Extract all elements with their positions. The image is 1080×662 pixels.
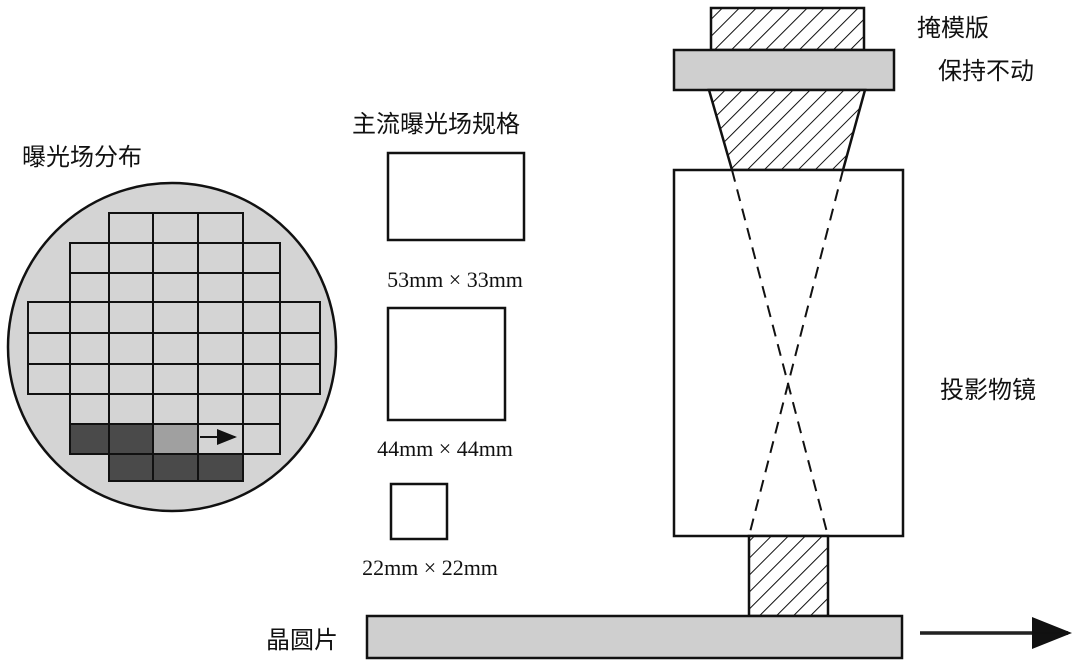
exposure-field-cell [69, 301, 110, 334]
exposed-field-cell [108, 423, 154, 455]
exposure-field-cell [279, 301, 321, 334]
exposure-field-cell [152, 301, 199, 334]
exposure-field-cell [242, 393, 281, 425]
mask-label: 掩模版 [917, 14, 989, 42]
field-distribution-label: 曝光场分布 [22, 143, 142, 171]
exposure-field-cell [69, 393, 110, 425]
exposure-field-cell [108, 212, 154, 244]
exposure-field-cell [108, 242, 154, 274]
exposure-field-cell [242, 332, 281, 365]
current-exposure-field [152, 423, 199, 455]
field-specs-label: 主流曝光场规格 [352, 110, 520, 138]
exposure-field-cell [197, 423, 244, 455]
exposure-field-cell [152, 242, 199, 274]
exposure-field-cell [69, 272, 110, 303]
exposure-field-cell [242, 301, 281, 334]
exposure-field-cell [242, 272, 281, 303]
exposure-field-cell [108, 332, 154, 365]
exposure-field-cell [197, 301, 244, 334]
exposed-field-cell [197, 453, 244, 482]
lens-label: 投影物镜 [940, 376, 1036, 404]
exposure-field-cell [152, 363, 199, 395]
exposed-field-cell [69, 423, 110, 455]
wafer-label: 晶圆片 [266, 626, 338, 654]
optical-path-ray-left [731, 169, 829, 537]
field-size-label-22x22: 22mm × 22mm [362, 555, 498, 580]
mask-stage [672, 48, 896, 92]
exposure-field-cell [242, 242, 281, 274]
wafer-stage [365, 614, 904, 660]
exposed-field-cell [152, 453, 199, 482]
mask-status-label: 保持不动 [938, 57, 1034, 85]
exposure-field-cell [108, 393, 154, 425]
optical-path-ray-right [748, 169, 844, 537]
exposure-field-cell [197, 332, 244, 365]
exposure-field-cell [27, 363, 71, 395]
exposure-beam [747, 534, 830, 618]
illumination-cone [707, 88, 867, 172]
exposure-field-cell [242, 363, 281, 395]
projection-lens [672, 168, 905, 538]
exposure-field-cell [279, 363, 321, 395]
exposure-field-cell [197, 393, 244, 425]
exposure-field-cell [197, 363, 244, 395]
exposure-field-cell [152, 332, 199, 365]
exposure-field-cell [152, 212, 199, 244]
exposure-field-cell [108, 272, 154, 303]
exposure-field-cell [69, 363, 110, 395]
exposure-field-cell [242, 423, 281, 455]
exposure-field-cell [27, 332, 71, 365]
exposure-field-cell [152, 393, 199, 425]
exposure-field-cell [27, 301, 71, 334]
field-size-box-22x22 [389, 482, 449, 541]
field-size-label-53x33: 53mm × 33mm [387, 267, 523, 292]
field-size-label-44x44: 44mm × 44mm [377, 436, 513, 461]
exposure-grid [27, 212, 321, 482]
exposure-field-cell [69, 332, 110, 365]
field-size-box-53x33 [386, 151, 526, 242]
exposure-field-cell [279, 332, 321, 365]
exposure-field-cell [197, 212, 244, 244]
field-size-box-44x44 [386, 306, 507, 422]
exposure-field-cell [197, 242, 244, 274]
exposure-field-cell [197, 272, 244, 303]
exposure-field-cell [108, 301, 154, 334]
exposure-field-cell [69, 242, 110, 274]
exposed-field-cell [108, 453, 154, 482]
mask [709, 6, 866, 52]
exposure-field-cell [152, 272, 199, 303]
exposure-field-cell [108, 363, 154, 395]
